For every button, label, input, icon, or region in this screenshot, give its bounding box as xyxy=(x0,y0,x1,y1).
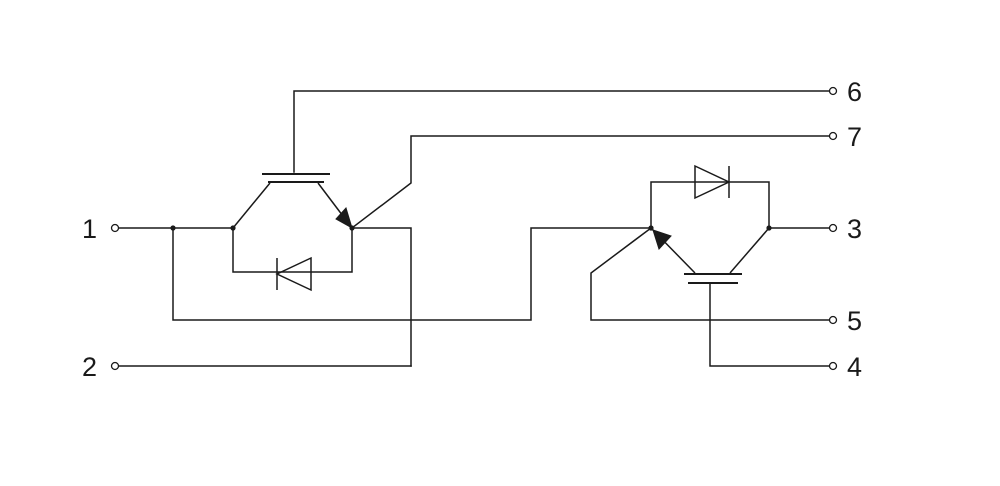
gate-wire-6 xyxy=(293,90,830,173)
right-collector-leg xyxy=(729,227,770,274)
left-emitter-arrow xyxy=(335,207,353,230)
right-diode-triangle xyxy=(694,164,731,200)
emitter-wire-7 xyxy=(350,135,830,230)
right-emitter-arrow xyxy=(652,229,672,250)
terminal-1-label: 1 xyxy=(82,214,97,244)
terminal-5-label: 5 xyxy=(847,306,862,336)
terminal-4-label: 4 xyxy=(847,352,862,382)
terminal-3-circle xyxy=(828,223,838,233)
right-diode-loop xyxy=(650,181,770,229)
terminal-2-label: 2 xyxy=(82,352,97,382)
right-switch-group xyxy=(590,164,830,367)
emitter-wire-5 xyxy=(590,226,830,321)
left-diode-loop xyxy=(232,227,353,273)
left-diode-triangle xyxy=(275,256,312,292)
terminal-6-label: 6 xyxy=(847,77,862,107)
left-switch-group xyxy=(230,90,830,292)
terminal-1-circle xyxy=(110,223,120,233)
terminal-6-circle xyxy=(828,86,838,96)
mid-connector-wire xyxy=(351,227,412,367)
terminal-3-label: 3 xyxy=(847,214,862,244)
terminal-2-circle xyxy=(110,361,120,371)
terminal-7-circle xyxy=(828,131,838,141)
gate-wire-4 xyxy=(709,282,830,367)
terminal-5-circle xyxy=(828,315,838,325)
left-collector-leg xyxy=(232,182,271,229)
terminal-4-circle xyxy=(828,361,838,371)
bottom-bus-wire xyxy=(172,227,652,321)
terminal-7-label: 7 xyxy=(847,122,862,152)
junction-dot xyxy=(648,225,654,231)
